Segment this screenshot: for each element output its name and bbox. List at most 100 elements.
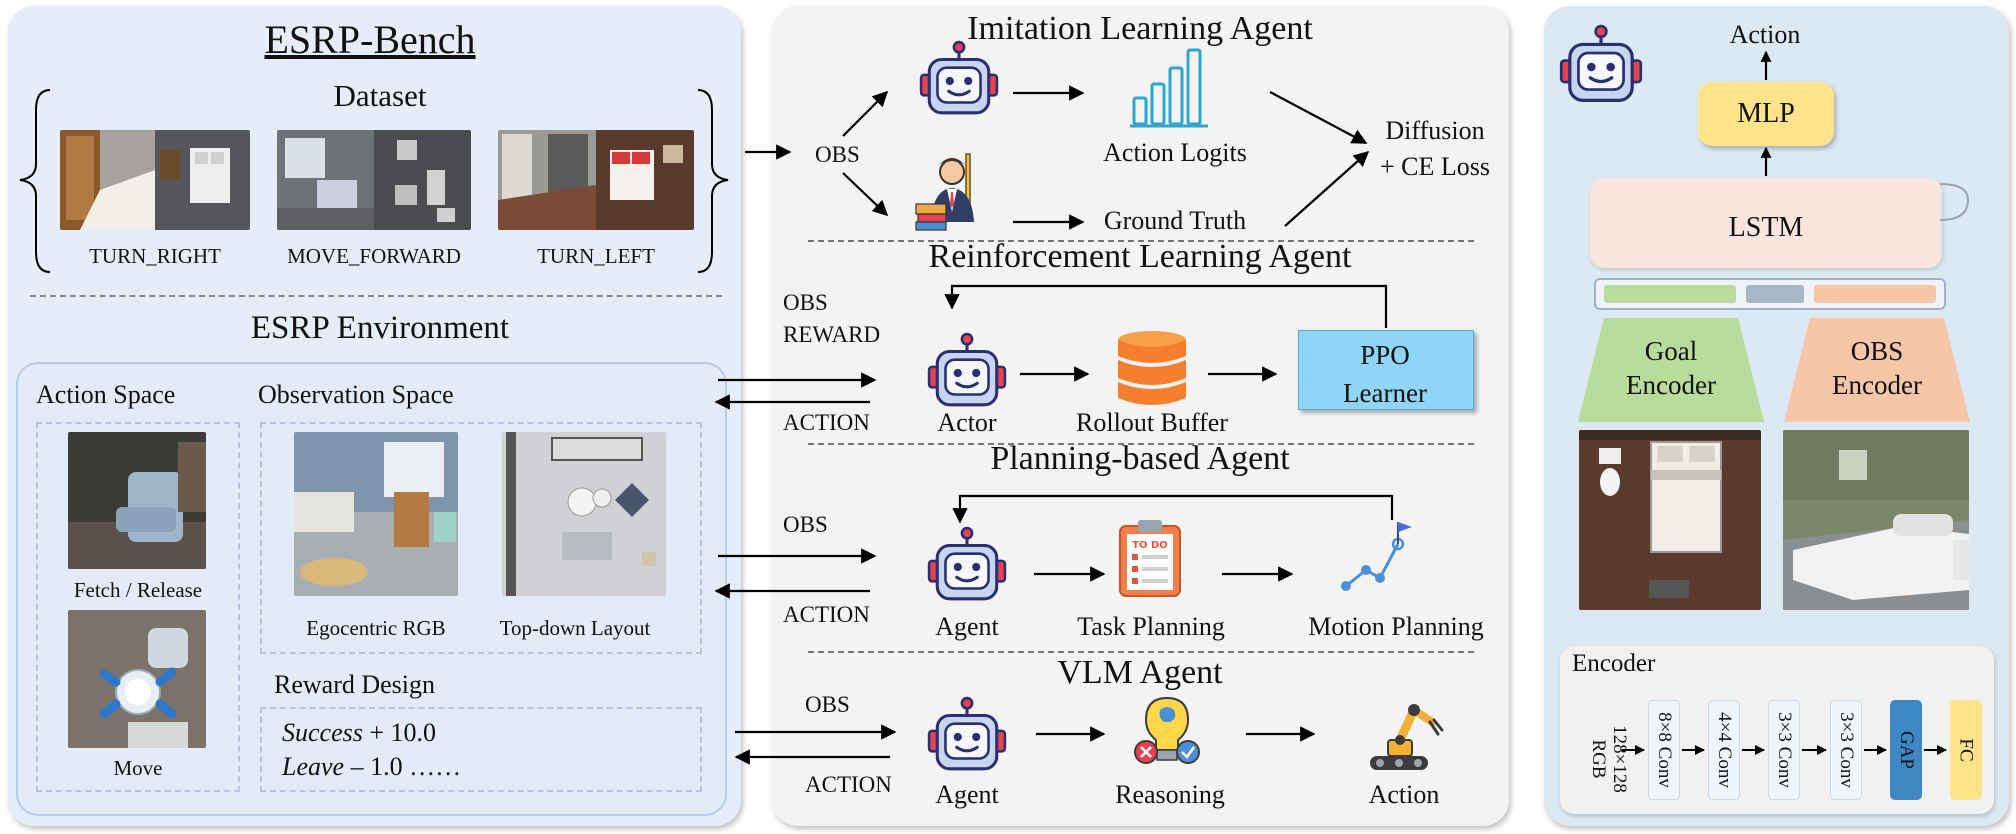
motion-planning-icon (1341, 522, 1412, 591)
rl-obs-label: OBS (783, 290, 828, 315)
reward-design-box (260, 707, 702, 792)
dataset-right-brace (697, 89, 729, 273)
vlm-action-label: ACTION (805, 772, 892, 797)
loss-label-line2: + CE Loss (1379, 152, 1490, 181)
dataset-label: Dataset (333, 78, 427, 113)
esrp-bench-title: ESRP-Bench (264, 17, 476, 62)
planning-obs-label: OBS (783, 512, 828, 537)
goal-feature-segment (1604, 285, 1736, 303)
dataset-image-turn-left (498, 130, 694, 230)
reward-leave-value: – 1.0 …… (350, 752, 462, 781)
dataset-left-brace (19, 89, 51, 273)
egocentric-rgb-label: Egocentric RGB (306, 616, 446, 640)
reasoning-label: Reasoning (1115, 780, 1225, 809)
action-logits-icon (1130, 48, 1208, 128)
vlm-obs-label: OBS (805, 692, 850, 717)
goal-encoder-shape (1578, 318, 1764, 422)
observation-space-box (260, 422, 702, 654)
rl-reward-label: REWARD (783, 322, 881, 347)
move-image (68, 610, 206, 748)
conv-layer-3x3-a: 3×3 Conv (1768, 700, 1800, 800)
bench-divider (30, 295, 722, 297)
planning-action-label: ACTION (783, 602, 870, 627)
environment-title: ESRP Environment (250, 310, 510, 346)
gap-layer: GAP (1890, 700, 1922, 800)
fused-feature-segment (1746, 285, 1804, 303)
goal-image (1579, 430, 1761, 610)
reward-success-term: Success (282, 718, 363, 747)
fetch-release-image (68, 432, 206, 569)
goal-encoder-line2: Encoder (1626, 370, 1716, 400)
rl-agent-title: Reinforcement Learning Agent (928, 238, 1352, 275)
ground-truth-label: Ground Truth (1103, 206, 1247, 235)
lstm-box (1590, 178, 1942, 268)
conv-layer-3x3-b: 3×3 Conv (1830, 700, 1862, 800)
rollout-buffer-label: Rollout Buffer (1076, 408, 1228, 437)
encoder-detail-title: Encoder (1572, 650, 1656, 677)
obs-encoder-shape (1784, 318, 1970, 422)
lstm-label: LSTM (1728, 212, 1804, 243)
task-planning-label: Task Planning (1077, 612, 1225, 641)
fc-layer: FC (1950, 700, 1982, 800)
todo-text: TO DO (1132, 540, 1168, 551)
agents-panel (772, 6, 1509, 826)
reward-leave-term: Leave (282, 752, 345, 781)
action-space-label: Action Space (36, 380, 176, 409)
divider-planning-vlm (808, 651, 1474, 653)
dataset-label-turn-left: TURN_LEFT (537, 244, 655, 268)
imitation-agent-title: Imitation Learning Agent (967, 10, 1313, 47)
divider-rl-planning (808, 443, 1474, 445)
top-down-layout-image (502, 432, 666, 596)
dataset-label-move-forward: MOVE_FORWARD (287, 244, 461, 268)
move-label: Move (113, 756, 163, 780)
reasoning-icon (1134, 696, 1200, 764)
conv-layer-8x8: 8×8 Conv (1648, 700, 1680, 800)
dataset-image-move-forward (277, 130, 471, 230)
dataset-image-turn-right (60, 130, 250, 230)
task-planning-icon: TO DO (1119, 520, 1181, 597)
divider-imitation-rl (808, 240, 1474, 242)
planning-agent-title: Planning-based Agent (990, 440, 1290, 477)
robot-arm-icon (1370, 704, 1444, 770)
network-action-label: Action (1729, 20, 1801, 49)
action-space-box (36, 422, 240, 792)
fetch-release-label: Fetch / Release (73, 578, 203, 602)
egocentric-rgb-image (294, 432, 458, 596)
obs-encoder-line1: OBS (1850, 336, 1904, 366)
actor-label: Actor (937, 408, 997, 437)
lstm-recurrent-loop (1939, 183, 1970, 221)
ppo-label-line1: PPO (1360, 340, 1410, 370)
teacher-icon (915, 153, 974, 231)
reward-leave-line: Leave – 1.0 …… (282, 752, 461, 782)
observation-space-label: Observation Space (258, 380, 454, 409)
mlp-label: MLP (1737, 98, 1795, 129)
reward-design-title: Reward Design (274, 670, 436, 699)
obs-encoder-line2: Encoder (1832, 370, 1922, 400)
obs-feature-segment (1814, 285, 1936, 303)
goal-encoder-line1: Goal (1644, 336, 1698, 366)
conv-layer-4x4: 4×4 Conv (1708, 700, 1740, 800)
loss-label-line1: Diffusion (1385, 116, 1485, 145)
action-logits-label: Action Logits (1103, 138, 1247, 167)
motion-planning-label: Motion Planning (1308, 612, 1484, 641)
vlm-agent-title: VLM Agent (1057, 654, 1223, 691)
dataset-label-turn-right: TURN_RIGHT (89, 244, 221, 268)
rollout-buffer-icon (1118, 331, 1186, 405)
obs-image (1783, 430, 1969, 610)
ppo-label-line2: Learner (1343, 378, 1427, 408)
imitation-obs-label: OBS (815, 142, 860, 167)
rl-action-label: ACTION (783, 410, 870, 435)
reward-success-line: Success + 10.0 (282, 718, 436, 748)
ppo-learner-box (1298, 330, 1474, 410)
vlm-action-output-label: Action (1368, 780, 1440, 809)
mlp-box (1698, 82, 1834, 146)
planning-agent-label: Agent (935, 612, 999, 641)
reward-success-value: + 10.0 (369, 718, 437, 747)
vlm-agent-label: Agent (935, 780, 999, 809)
top-down-layout-label: Top-down Layout (499, 616, 651, 640)
